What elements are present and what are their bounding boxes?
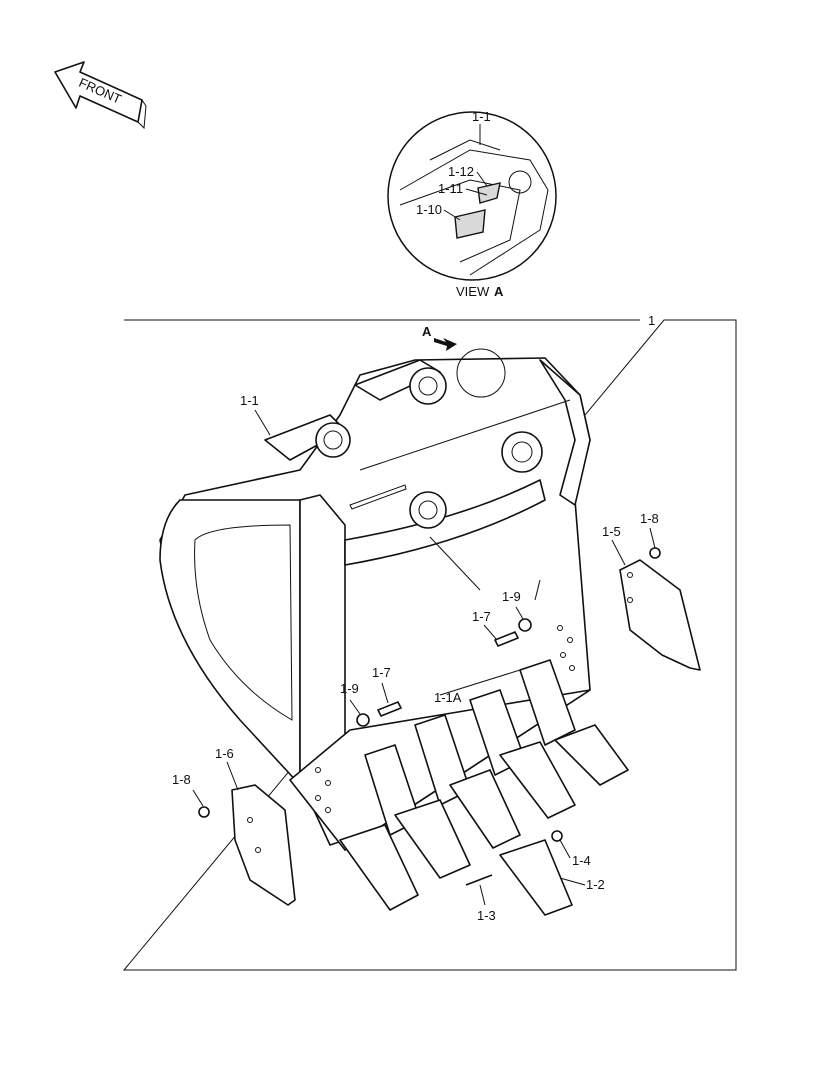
label-1-8-left: 1-8 <box>172 772 191 787</box>
label-1-7-left: 1-7 <box>372 665 391 680</box>
label-1-7-right: 1-7 <box>472 609 491 624</box>
bolt-left <box>377 701 402 717</box>
view-caption-prefix: VIEW <box>456 284 490 299</box>
bolt-right <box>494 631 519 647</box>
side-cutter-left <box>231 784 296 906</box>
teeth-row <box>339 659 629 916</box>
label-1-1a: 1-1A <box>434 690 462 705</box>
pin-boss-group <box>264 348 543 529</box>
label-1-9-left: 1-9 <box>340 681 359 696</box>
tooth-5 <box>554 724 629 786</box>
label-1-5: 1-5 <box>602 524 621 539</box>
tooth-4 <box>499 659 576 819</box>
view-caption-letter: A <box>494 284 504 299</box>
lock <box>551 830 563 842</box>
pin <box>465 874 493 886</box>
label-1-2: 1-2 <box>586 877 605 892</box>
nut-right <box>649 547 661 559</box>
washer-left <box>356 713 370 727</box>
view-a-letter: A <box>422 324 432 339</box>
label-1-8-right: 1-8 <box>640 511 659 526</box>
front-arrow-icon: FRONT <box>54 61 147 130</box>
view-a-marker <box>456 348 506 398</box>
label-1-3: 1-3 <box>477 908 496 923</box>
tooth-exploded <box>499 839 573 916</box>
detail-label-1-10: 1-10 <box>416 202 442 217</box>
view-a-arrow-icon: A <box>422 324 457 351</box>
nut-left <box>198 806 210 818</box>
view-a-detail: 1-1 1-12 1-11 1-10 VIEW A <box>387 109 557 299</box>
label-1-6: 1-6 <box>215 746 234 761</box>
detail-label-1-11: 1-11 <box>438 181 463 196</box>
label-1-1: 1-1 <box>240 393 259 408</box>
label-1-9-right: 1-9 <box>502 589 521 604</box>
detail-label-1-1: 1-1 <box>472 109 491 124</box>
label-1-4: 1-4 <box>572 853 591 868</box>
side-cutter-right <box>619 559 701 671</box>
assembly-number: 1 <box>648 313 655 328</box>
washer-right <box>518 618 532 632</box>
leader-lines <box>192 409 656 906</box>
detail-label-1-12: 1-12 <box>448 164 474 179</box>
